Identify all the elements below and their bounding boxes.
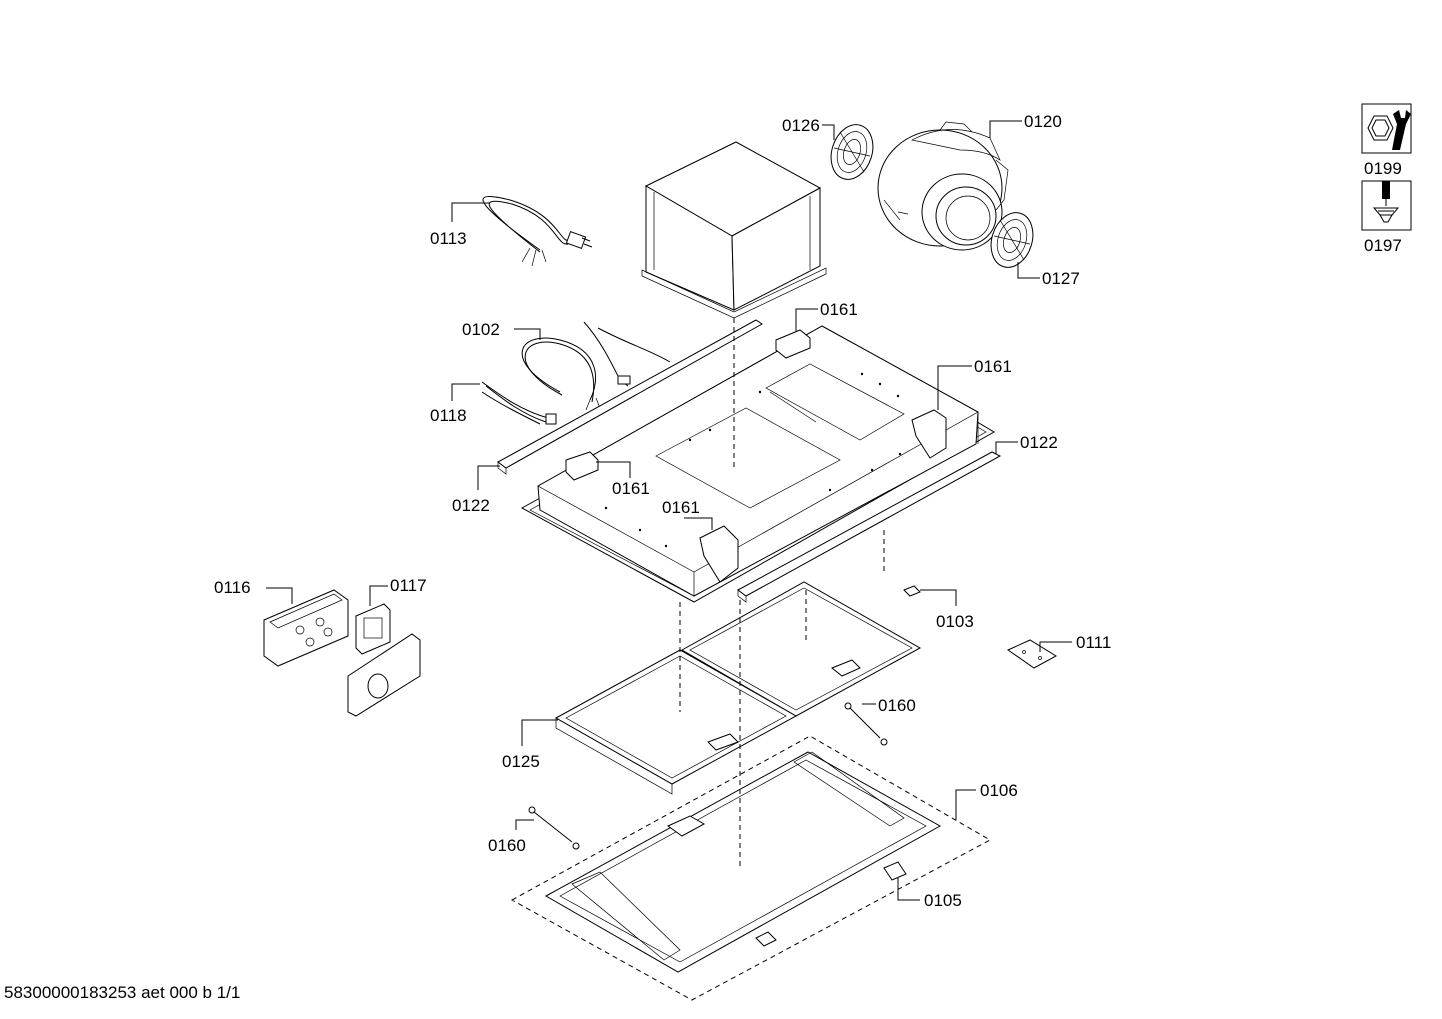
control-panel-cover	[347, 633, 421, 717]
callout-0106: 0106	[980, 781, 1018, 800]
drawing-reference-footer: 58300000183253 aet 000 b 1/1	[4, 983, 240, 1002]
lamp-switch	[903, 585, 921, 597]
gas-spring-upper	[844, 702, 888, 746]
fan-grille-rear	[830, 124, 874, 180]
callout-0161-left: 0161	[612, 479, 650, 498]
side-rail-right	[737, 451, 1002, 603]
callout-0160-upper: 0160	[878, 696, 916, 715]
callout-0113: 0113	[430, 229, 467, 248]
power-cord	[482, 196, 593, 267]
callout-0103: 0103	[936, 612, 974, 631]
callout-0160-lower: 0160	[488, 836, 526, 855]
gas-spring-lower	[528, 806, 580, 850]
callout-0127: 0127	[1042, 269, 1080, 288]
control-housing	[263, 589, 349, 667]
duct-box	[641, 141, 827, 319]
cable-harness	[521, 321, 671, 411]
grease-filter-front	[554, 649, 798, 795]
callout-0122-right: 0122	[1020, 433, 1058, 452]
control-board	[355, 603, 391, 655]
callout-0116: 0116	[214, 578, 251, 597]
callout-leaders	[266, 120, 1072, 901]
callout-0126: 0126	[782, 116, 820, 135]
callout-0161-front: 0161	[662, 498, 700, 517]
callout-0117: 0117	[390, 576, 427, 595]
assembly-guide-lines	[679, 318, 885, 866]
callout-0111: 0111	[1076, 633, 1111, 652]
callout-0118: 0118	[430, 406, 467, 425]
filter-clip	[1006, 639, 1057, 669]
wrench-nut-icon	[1361, 103, 1412, 154]
blower-motor	[877, 121, 1009, 251]
callout-0120: 0120	[1024, 112, 1062, 131]
fan-grille-front	[990, 212, 1034, 268]
wiring-loom	[481, 381, 557, 425]
callout-0125: 0125	[502, 752, 540, 771]
housing-screw-holes	[604, 372, 902, 548]
front-frame	[510, 735, 992, 1001]
tool-code-0197: 0197	[1364, 236, 1402, 255]
screwdriver-screw-icon	[1361, 180, 1412, 231]
callout-0102: 0102	[462, 320, 500, 339]
callout-0105: 0105	[924, 891, 962, 910]
callout-0161-right: 0161	[974, 357, 1012, 376]
callout-0161-top: 0161	[820, 300, 858, 319]
tool-code-0199: 0199	[1364, 159, 1402, 178]
hood-housing	[520, 325, 995, 603]
callout-0122-left: 0122	[452, 496, 490, 515]
